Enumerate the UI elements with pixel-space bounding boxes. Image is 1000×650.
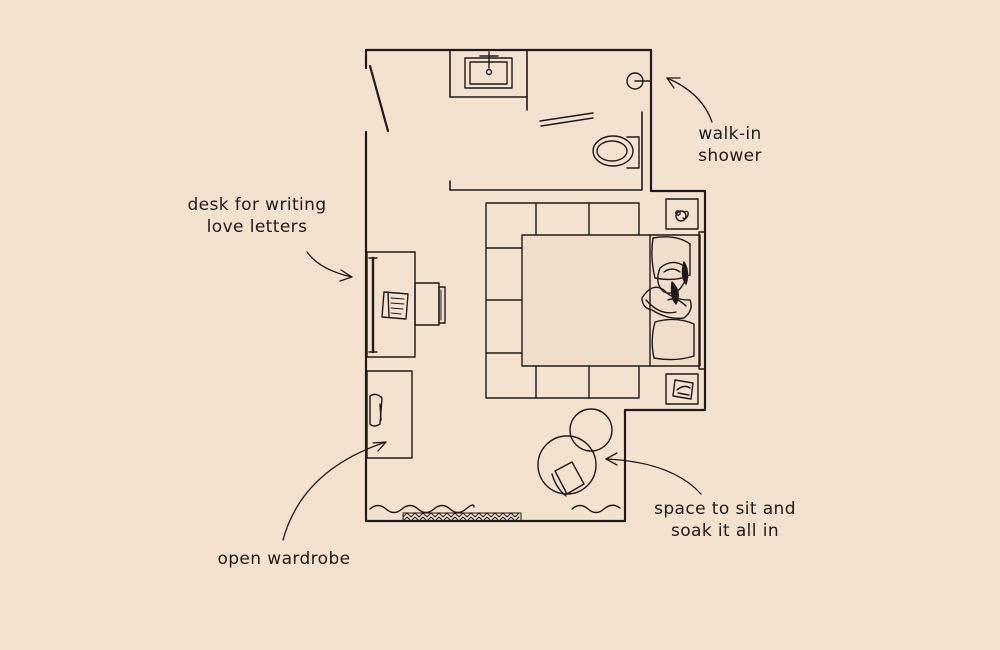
desk-annotation-line1: desk for writing [187, 195, 327, 215]
sink-vanity [464, 51, 513, 89]
annotation-arrows [282, 77, 713, 541]
bed [521, 231, 706, 370]
shower-annotation-line1: walk-in [698, 124, 762, 144]
wardrobe-annotation: open wardrobe [196, 548, 372, 570]
armchair [537, 435, 597, 497]
desk [366, 251, 416, 358]
desk-annotation: desk for writing love letters [182, 194, 332, 238]
radiator [402, 512, 522, 522]
shower-drain [626, 72, 652, 90]
shower-annotation-line2: shower [698, 146, 762, 166]
entrance-door [368, 64, 390, 133]
side-table [569, 408, 613, 452]
desk-chair [414, 282, 446, 326]
curtains [369, 504, 621, 514]
open-wardrobe [366, 370, 413, 459]
wardrobe-annotation-line1: open wardrobe [217, 549, 351, 569]
nightstand-bottom [665, 373, 699, 405]
desk-annotation-line2: love letters [206, 217, 308, 237]
seating-annotation-line2: soak it all in [670, 521, 780, 541]
bathroom-partitions [449, 49, 643, 191]
seating-annotation-line1: space to sit and [654, 499, 796, 519]
shower-glass-door [539, 112, 594, 127]
seating-annotation: space to sit and soak it all in [636, 498, 814, 542]
nightstand-top [665, 198, 699, 230]
toilet [592, 135, 640, 169]
shower-annotation: walk-in shower [682, 123, 778, 167]
rug [485, 202, 640, 399]
